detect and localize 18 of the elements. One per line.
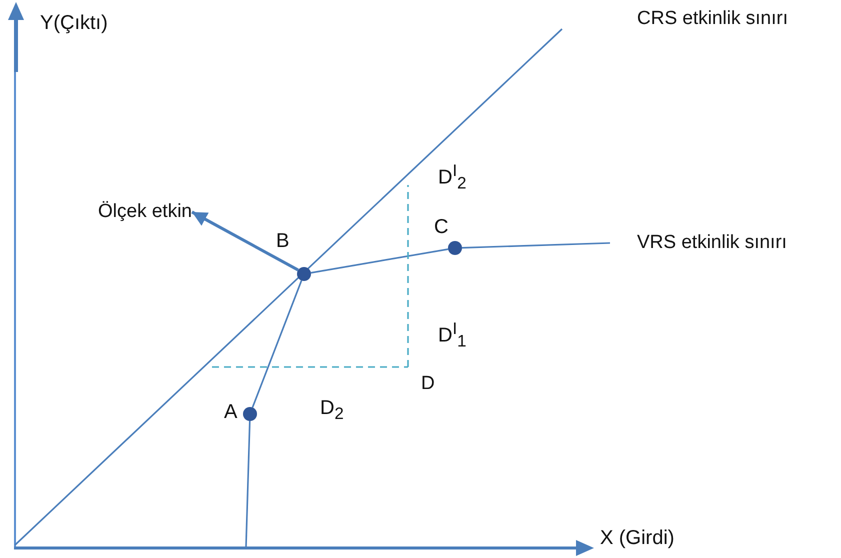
dashed-line	[407, 185, 409, 367]
line	[252, 280, 302, 408]
arrow	[191, 210, 299, 272]
text-label: Ölçek etkin	[98, 199, 192, 223]
line	[462, 242, 610, 249]
axis-label: X (Girdi)	[600, 527, 674, 549]
point-label: D$_{2}$	[320, 397, 344, 425]
point-label: A	[224, 402, 238, 422]
point-label: C	[434, 217, 448, 237]
point-label: B	[276, 231, 290, 251]
line	[310, 248, 448, 274]
dashed-line	[212, 366, 408, 368]
text-label: D	[408, 367, 435, 395]
axis-label: Y(Çıktı)	[40, 12, 108, 34]
line	[245, 420, 251, 548]
line	[14, 28, 563, 546]
text-label: CRS etkinlik sınırı	[562, 8, 788, 30]
text-label: VRS etkinlik sınırı	[610, 232, 787, 254]
